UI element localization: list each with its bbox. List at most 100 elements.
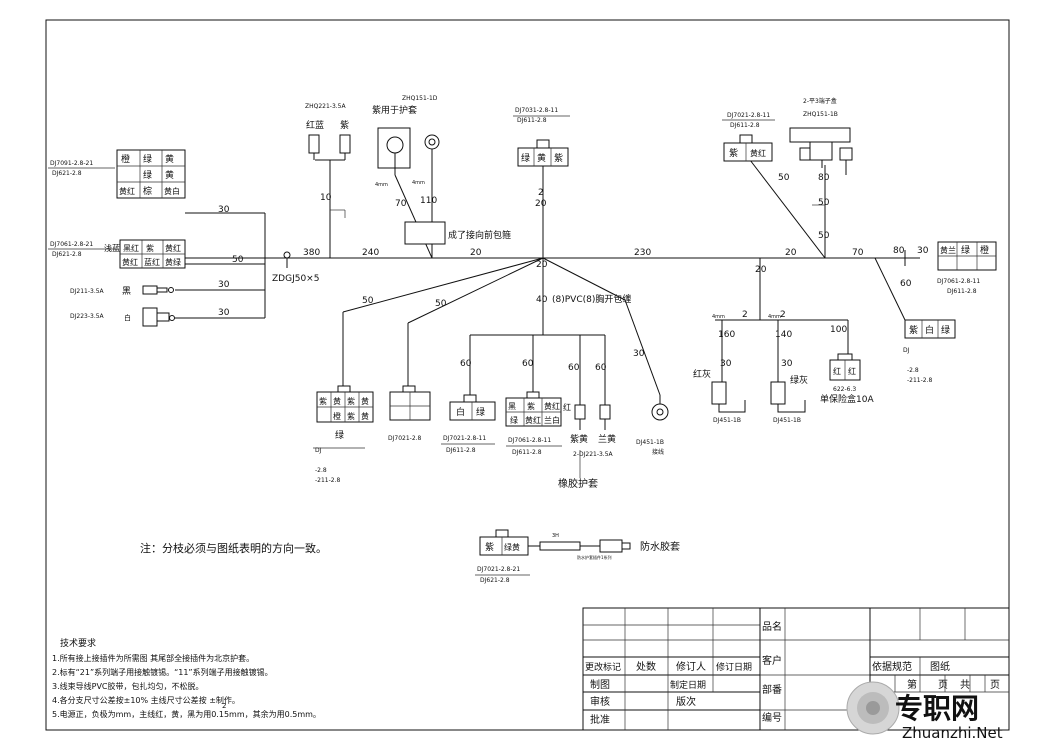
- part-code: DJ7021-2.8: [388, 435, 422, 442]
- dim-label: 60: [460, 359, 472, 369]
- dim-label: 20: [470, 248, 482, 258]
- connector-left-lower: 黑红 紫 黄红 黄红 蓝红 黄绿: [119, 239, 186, 269]
- cell-label: 紫: [347, 412, 355, 421]
- connector-waterproof: 紫 绿黄: [479, 529, 631, 556]
- tb-cell: 更改标记: [585, 661, 621, 673]
- part-code: DJ7021-2.8-21: [477, 566, 520, 573]
- dim-label: 60: [595, 363, 607, 373]
- cell-label: 黑: [508, 402, 516, 411]
- dim-label: 50: [435, 299, 447, 309]
- part-code: DJ7061-2.8-21: [50, 241, 93, 248]
- cell-label: 黄: [361, 411, 369, 421]
- cell-label: 橙: [121, 153, 130, 165]
- cell-label: 紫: [319, 397, 327, 406]
- part-code: DJ611-2.8: [730, 122, 760, 129]
- branch-note: 注：分枝必须与图纸表明的方向一致。: [140, 541, 327, 555]
- tech-req-line: 2.标有“21”系列端子用接触镀锡。“11”系列端子用接触镀锡。: [52, 667, 273, 677]
- dim-label: 240: [362, 248, 379, 258]
- connector-top-mid: 绿 黄 紫: [517, 139, 569, 167]
- dim-label: 230: [634, 248, 651, 258]
- wire-color-label: 绿: [335, 429, 344, 441]
- dim-label: 50: [778, 173, 790, 183]
- dim-label: 4mm: [412, 180, 425, 186]
- cell-label: 黄: [165, 169, 174, 181]
- clamp-label: ZDGJ50×5: [272, 274, 319, 284]
- dim-label: 30: [218, 308, 230, 318]
- dim-label: 50: [362, 296, 374, 306]
- connector-right-mid: 紫 白 绿: [904, 319, 956, 339]
- wire-color-label: 紫: [340, 120, 349, 131]
- connector-bottom-3: 白 绿: [449, 394, 496, 421]
- cell-label: 绿: [521, 152, 530, 164]
- connector-red-blue-pair: [308, 134, 351, 160]
- tb-right: 共: [960, 679, 970, 691]
- tb-cell: 审核: [590, 695, 610, 708]
- dim-label: 50: [818, 198, 830, 208]
- part-code: DJ: [903, 347, 910, 354]
- part-code: ZHQ221-3.5A: [305, 103, 347, 110]
- dim-label: 4mm: [712, 314, 725, 320]
- dim-label: 110: [420, 196, 437, 206]
- tech-req-line: 4.各分支尺寸公差按±10% 主线尺寸公差按 ±制作。: [52, 695, 240, 705]
- dim-label: 2: [742, 310, 748, 320]
- part-code: DJ451-1B: [636, 439, 664, 446]
- cell-label: 黄: [165, 153, 174, 165]
- connector-left-small-2: [142, 307, 175, 327]
- dim-label: 20: [755, 265, 767, 275]
- cell-label: 蓝红: [144, 257, 160, 267]
- part-code: DJ621-2.8: [52, 251, 82, 258]
- cell-label: 橙: [980, 244, 989, 256]
- cell-label: 黄红: [122, 257, 138, 267]
- dim-label: 40: [536, 295, 548, 305]
- title-block: 更改标记 处数 修订人 修订日期 制图 制定日期 审核 版次 批准 品名 客户 …: [582, 607, 1010, 731]
- part-code: DJ7091-2.8-21: [50, 160, 93, 167]
- dim-label: 30: [218, 205, 230, 215]
- dim-label: 30: [218, 280, 230, 290]
- part-code: 2-平3端子盒: [803, 97, 837, 105]
- dim-label: 60: [568, 363, 580, 373]
- tb-cell: 制图: [590, 678, 610, 691]
- cell-label: 黄红: [525, 415, 541, 425]
- cell-label: 红: [833, 366, 841, 376]
- tech-req-mark: 2: [222, 702, 226, 710]
- tech-req-line: 5.电源正，负极为mm，主线红，黄，黑为用0.15mm，其余为用0.5mm。: [52, 709, 321, 719]
- dim-label: 30: [633, 349, 645, 359]
- fuse-label: 单保险盒10A: [820, 393, 874, 405]
- cell-label: 紫: [729, 148, 738, 159]
- tb-label: 部番: [762, 683, 782, 696]
- part-code: -2.8: [907, 367, 919, 374]
- dimension-labels: 30 50 30 30 10 70 110 380 240 20 20 230 …: [218, 173, 929, 373]
- tb-right: 页: [990, 679, 1000, 691]
- connector-bottom-4: 黑 紫 黄红 绿 黄红 兰白: [505, 391, 562, 427]
- wire-color-label: 红蓝: [306, 119, 324, 131]
- tb-label: 编号: [762, 711, 782, 724]
- technical-requirements: 技术要求 1.所有接上接插件为所需图 其尾部全接插件为北京护套。 2.标有“21…: [52, 637, 321, 719]
- part-code: DJ611-2.8: [446, 447, 476, 454]
- tb-cell: 批准: [590, 713, 610, 726]
- tb-cell: 版次: [676, 695, 696, 708]
- dim-label: 2: [780, 310, 786, 320]
- dim-label: 380: [303, 248, 320, 258]
- part-code: DJ7031-2.8-11: [515, 107, 558, 114]
- tb-cell: 处数: [636, 660, 656, 673]
- part-code: 接线: [652, 448, 664, 456]
- connector-bottom-6: [651, 395, 669, 421]
- wire-color-label: 白: [124, 313, 131, 322]
- cell-label: 紫: [527, 402, 535, 411]
- part-code: 622-6.3: [833, 386, 856, 393]
- cell-label: 黄红: [544, 401, 560, 411]
- cell-label: 黄: [333, 396, 341, 406]
- dim-label: 30: [720, 359, 732, 369]
- part-code: DJ451-1B: [773, 417, 801, 424]
- part-code: DJ7061-2.8-11: [937, 278, 980, 285]
- harness-clamp: [283, 251, 291, 268]
- cell-label: 黄绿: [165, 257, 181, 267]
- part-code: -211-2.8: [907, 377, 933, 384]
- part-code: DJ621-2.8: [52, 170, 82, 177]
- part-code: 防水护套插件1系列: [577, 554, 612, 560]
- dim-label: 10: [320, 193, 332, 203]
- cell-label: 红: [848, 366, 856, 376]
- cell-label: 黄红: [119, 186, 135, 196]
- watermark: 专职网 Zhuanzhi.Net: [846, 681, 1003, 742]
